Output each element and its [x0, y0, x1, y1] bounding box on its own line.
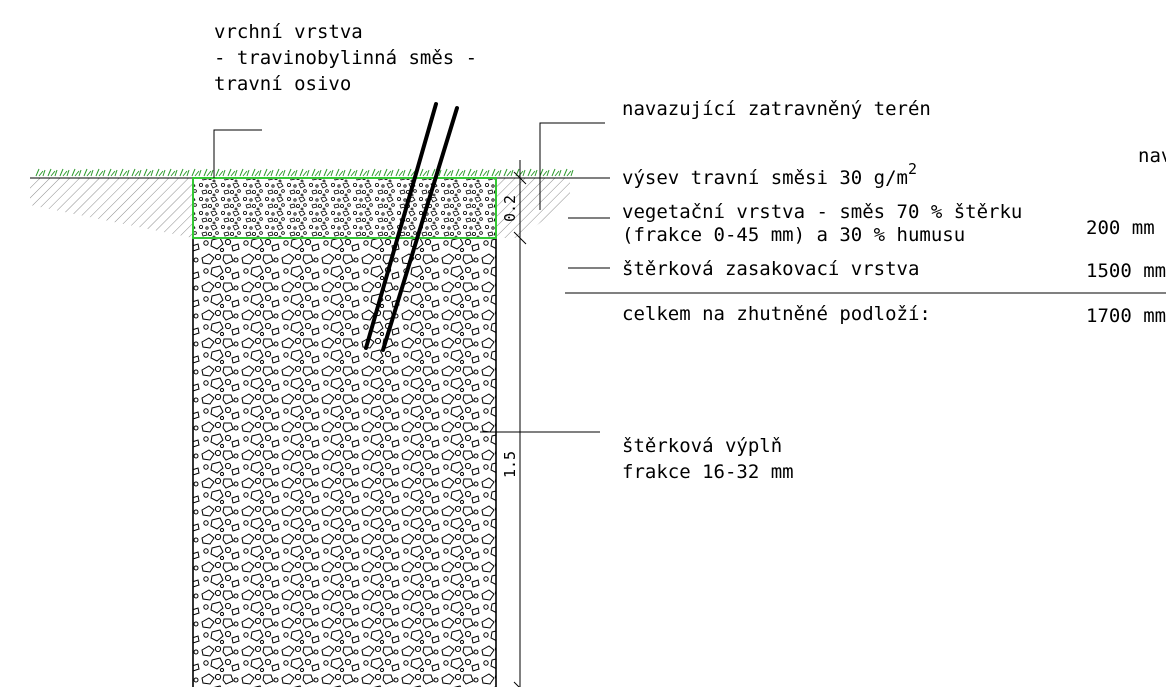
top-label-line1: vrchní vrstva — [214, 21, 363, 43]
grass-tuft — [239, 168, 250, 177]
grass-tuft — [155, 168, 166, 177]
layer-row-2-label-line1: vegetační vrstva - směs 70 % štěrku — [622, 201, 1022, 223]
grass-tuft — [479, 168, 490, 177]
vegetation-layer — [192, 177, 497, 239]
top-label-line2: - travinobylinná směs - — [214, 47, 477, 69]
grass-tuft — [491, 168, 502, 177]
grass-tuft — [335, 168, 346, 177]
gravel-fill-layer — [193, 238, 496, 687]
grass-tuft — [215, 168, 226, 177]
grass-tuft — [563, 168, 574, 177]
terrain-hatch — [30, 178, 570, 238]
layer-row-3-label: štěrková zasakovací vrstva — [622, 258, 919, 280]
grass-tuft — [143, 168, 154, 177]
total-label: celkem na zhutněné podloží: — [622, 303, 931, 325]
fill-label-line2: frakce 16-32 mm — [622, 461, 794, 483]
layer-row-3-value: 1500 mm — [1086, 260, 1166, 282]
grass-tuft — [83, 168, 94, 177]
grass-symbols — [35, 168, 574, 177]
dimension-top-layer-text: 0.2 — [501, 195, 519, 222]
grass-tuft — [131, 168, 142, 177]
grass-tuft — [371, 168, 382, 177]
grass-tuft — [287, 168, 298, 177]
grass-tuft — [467, 168, 478, 177]
grass-tuft — [311, 168, 322, 177]
dimension-gravel-layer — [513, 238, 521, 687]
grass-tuft — [251, 168, 262, 177]
grass-tuft — [299, 168, 310, 177]
grass-tuft — [275, 168, 286, 177]
grass-tuft — [539, 168, 550, 177]
grass-tuft — [443, 168, 454, 177]
grass-tuft — [71, 168, 82, 177]
top-label-leader — [213, 129, 262, 178]
grass-tuft — [419, 168, 430, 177]
grass-tuft — [119, 168, 130, 177]
dimension-gravel-layer-text: 1.5 — [501, 451, 519, 478]
grass-tuft — [551, 168, 562, 177]
grass-tuft — [263, 168, 274, 177]
grass-tuft — [455, 168, 466, 177]
grass-tuft — [227, 168, 238, 177]
grass-tuft — [95, 168, 106, 177]
total-value: 1700 mm — [1086, 305, 1166, 327]
grass-tuft — [179, 168, 190, 177]
layer-row-1-label: výsev travní směsi 30 g/m2 — [622, 160, 917, 189]
grass-tuft — [191, 168, 202, 177]
grass-tuft — [47, 168, 58, 177]
grass-tuft — [359, 168, 370, 177]
terrain-label: navazující zatravněný terén — [622, 98, 931, 120]
terrain-leader — [539, 122, 605, 210]
fill-label-line1: štěrková výplň — [622, 435, 782, 457]
grass-tuft — [107, 168, 118, 177]
grass-tuft — [59, 168, 70, 177]
grass-tuft — [527, 168, 538, 177]
cropped-right-label: nav — [1138, 145, 1166, 167]
layer-row-2-value: 200 mm — [1086, 217, 1155, 239]
layer-row-2-label-line2: (frakce 0-45 mm) a 30 % humusu — [622, 224, 965, 246]
top-label-line3: travní osivo — [214, 73, 351, 95]
grass-tuft — [323, 168, 334, 177]
grass-tuft — [203, 168, 214, 177]
pipe — [364, 102, 459, 352]
grass-tuft — [347, 168, 358, 177]
grass-tuft — [503, 168, 514, 177]
grass-tuft — [383, 168, 394, 177]
grass-tuft — [395, 168, 406, 177]
grass-tuft — [35, 168, 46, 177]
grass-tuft — [167, 168, 178, 177]
